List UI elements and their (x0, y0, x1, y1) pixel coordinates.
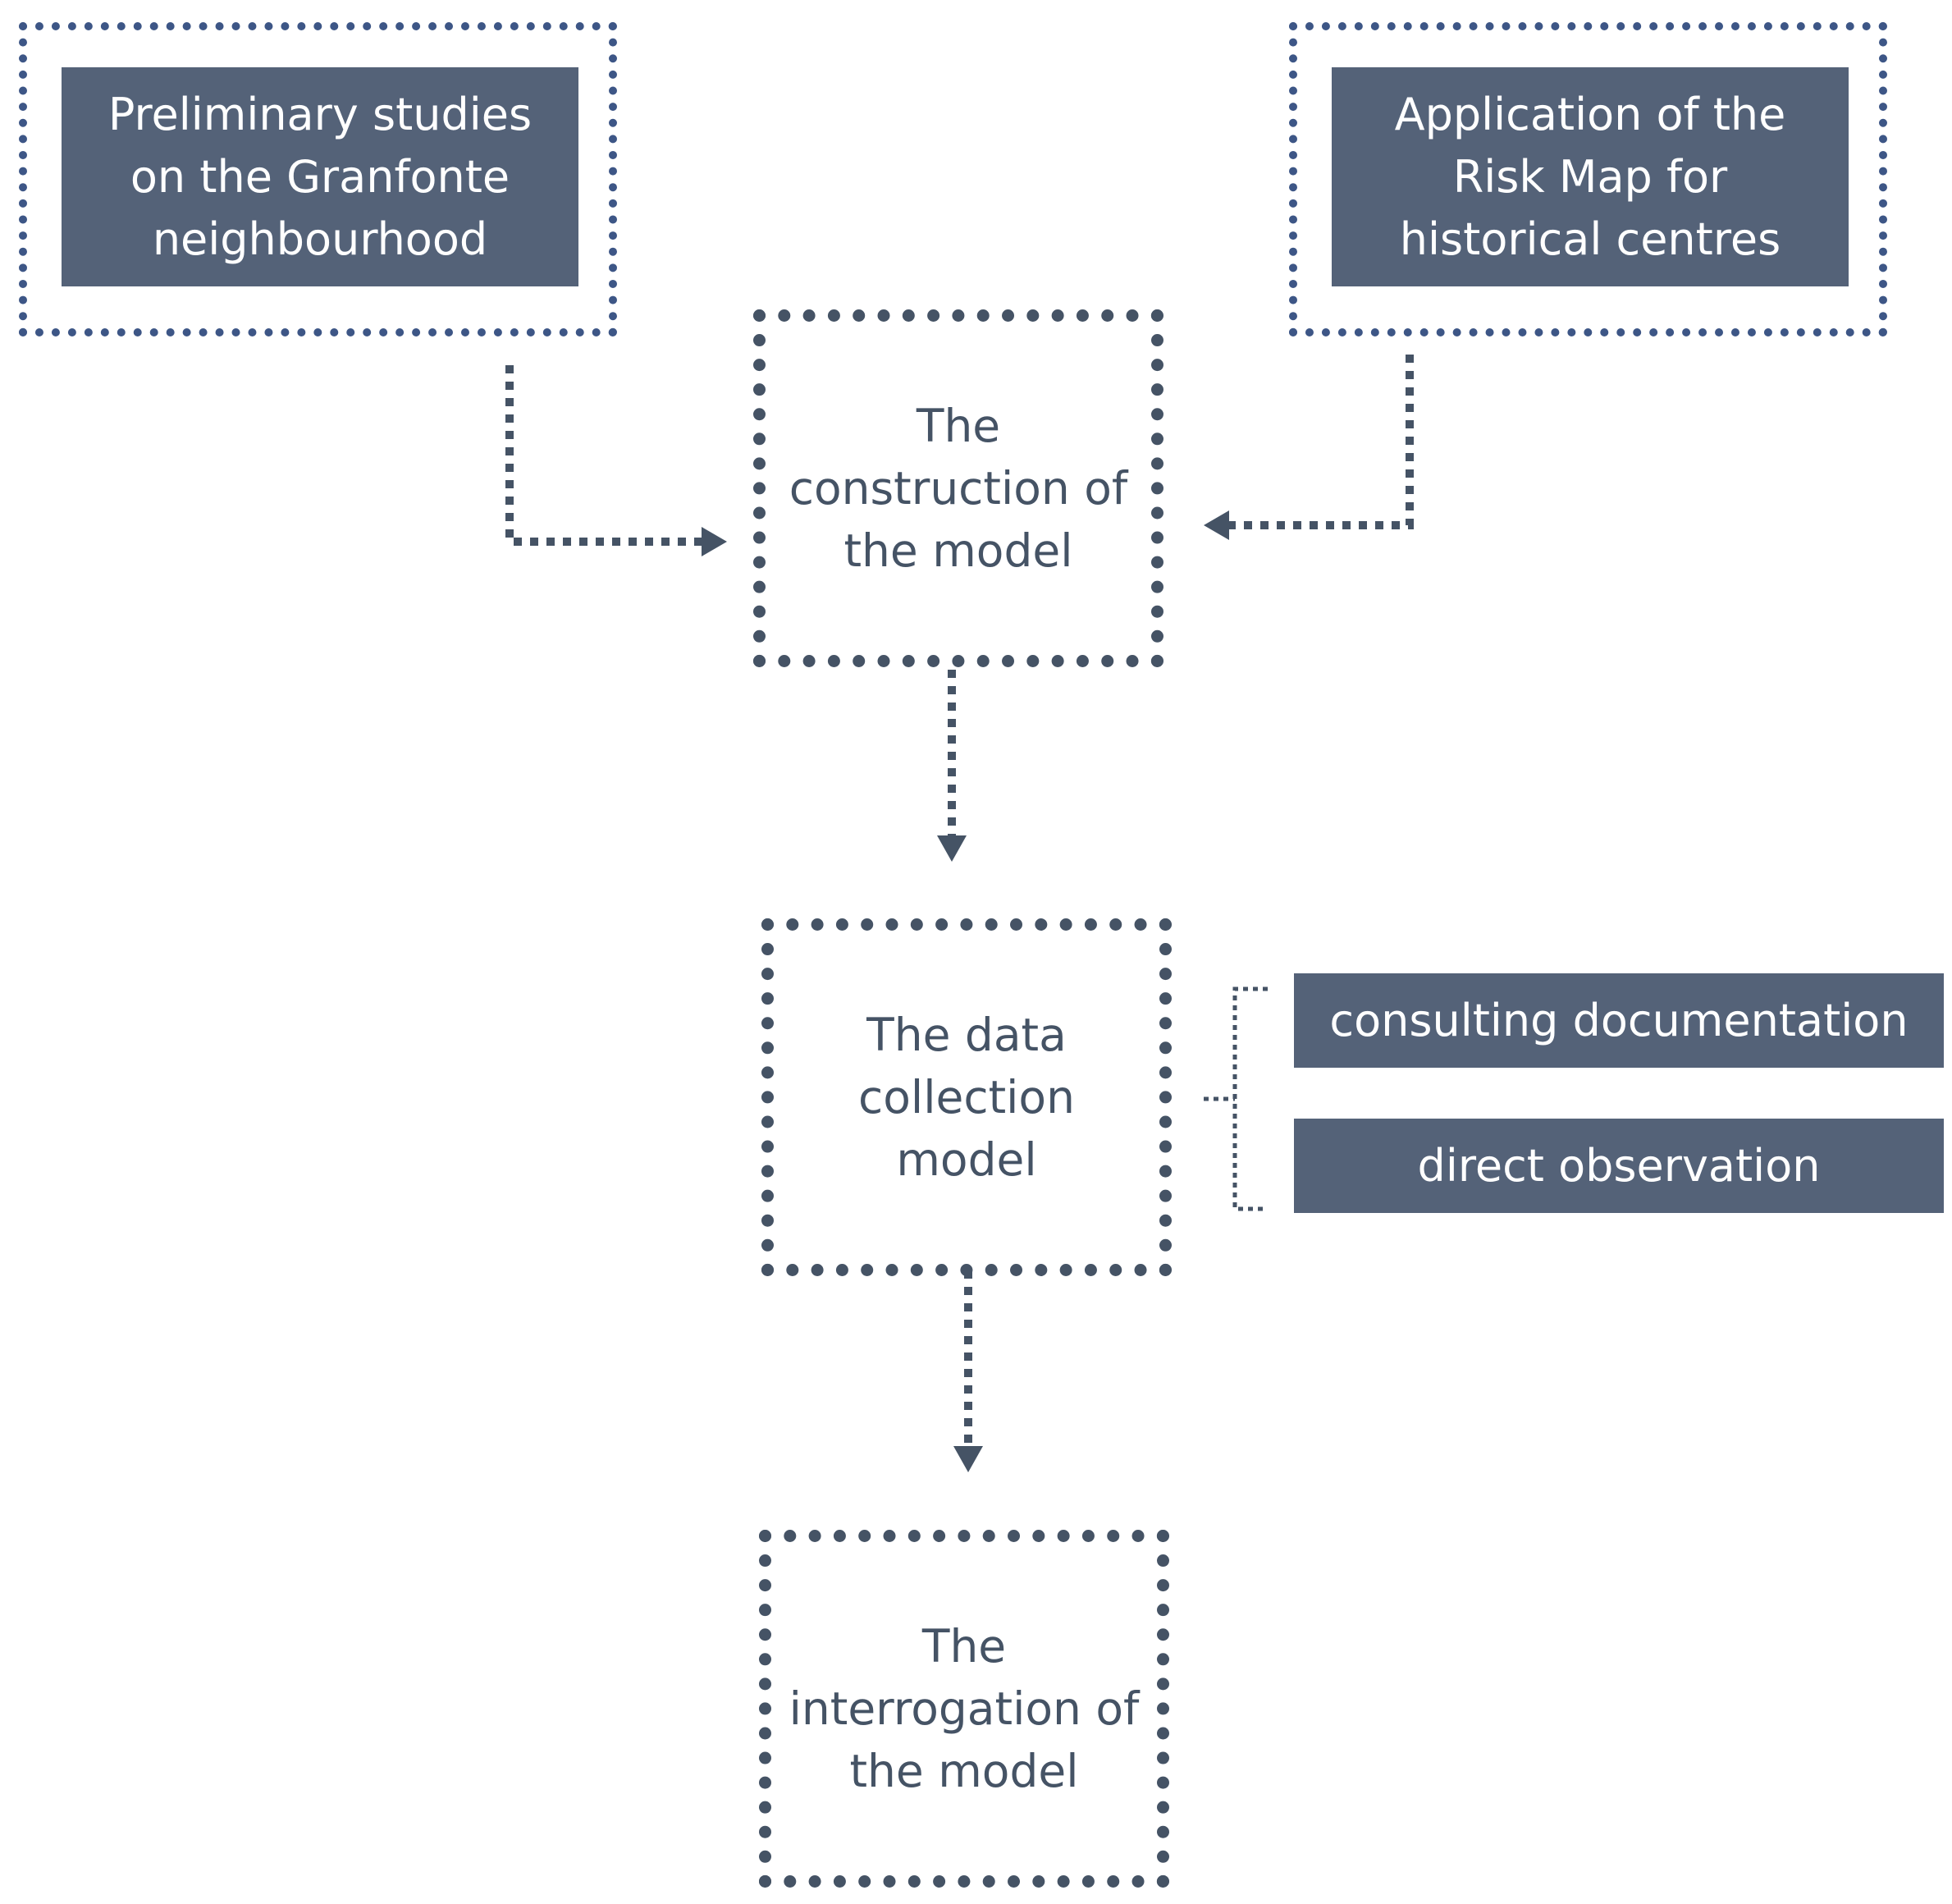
preliminary-studies-box: Preliminary studies on the Granfonte nei… (62, 67, 578, 286)
risk-map-frame (1289, 22, 1887, 336)
arrow-riskmap-to-construction (1204, 355, 1414, 540)
data-collection-model-box: The data collection model (761, 918, 1172, 1276)
interrogation-model-box: The interrogation of the model (759, 1530, 1169, 1888)
interrogation-model-label: The interrogation of the model (789, 1620, 1140, 1797)
construction-model-label: The construction of the model (789, 400, 1128, 577)
consulting-documentation-label: consulting documentation (1329, 994, 1909, 1046)
preliminary-frame (19, 22, 617, 336)
arrow-preliminary-to-construction (505, 365, 727, 556)
direct-observation-box: direct observation (1294, 1119, 1944, 1213)
preliminary-studies-label: Preliminary studies on the Granfonte nei… (107, 88, 533, 265)
arrow-construction-to-datacollection (937, 670, 967, 862)
risk-map-box: Application of the Risk Map for historic… (1332, 67, 1849, 286)
direct-observation-label: direct observation (1417, 1139, 1821, 1192)
data-collection-model-label: The data collection model (858, 1009, 1075, 1186)
consulting-documentation-box: consulting documentation (1294, 973, 1944, 1068)
risk-map-label: Application of the Risk Map for historic… (1394, 88, 1786, 265)
construction-model-box: The construction of the model (753, 309, 1163, 667)
arrow-datacollection-to-interrogation (953, 1270, 983, 1472)
bracket-data-methods (1204, 986, 1268, 1211)
